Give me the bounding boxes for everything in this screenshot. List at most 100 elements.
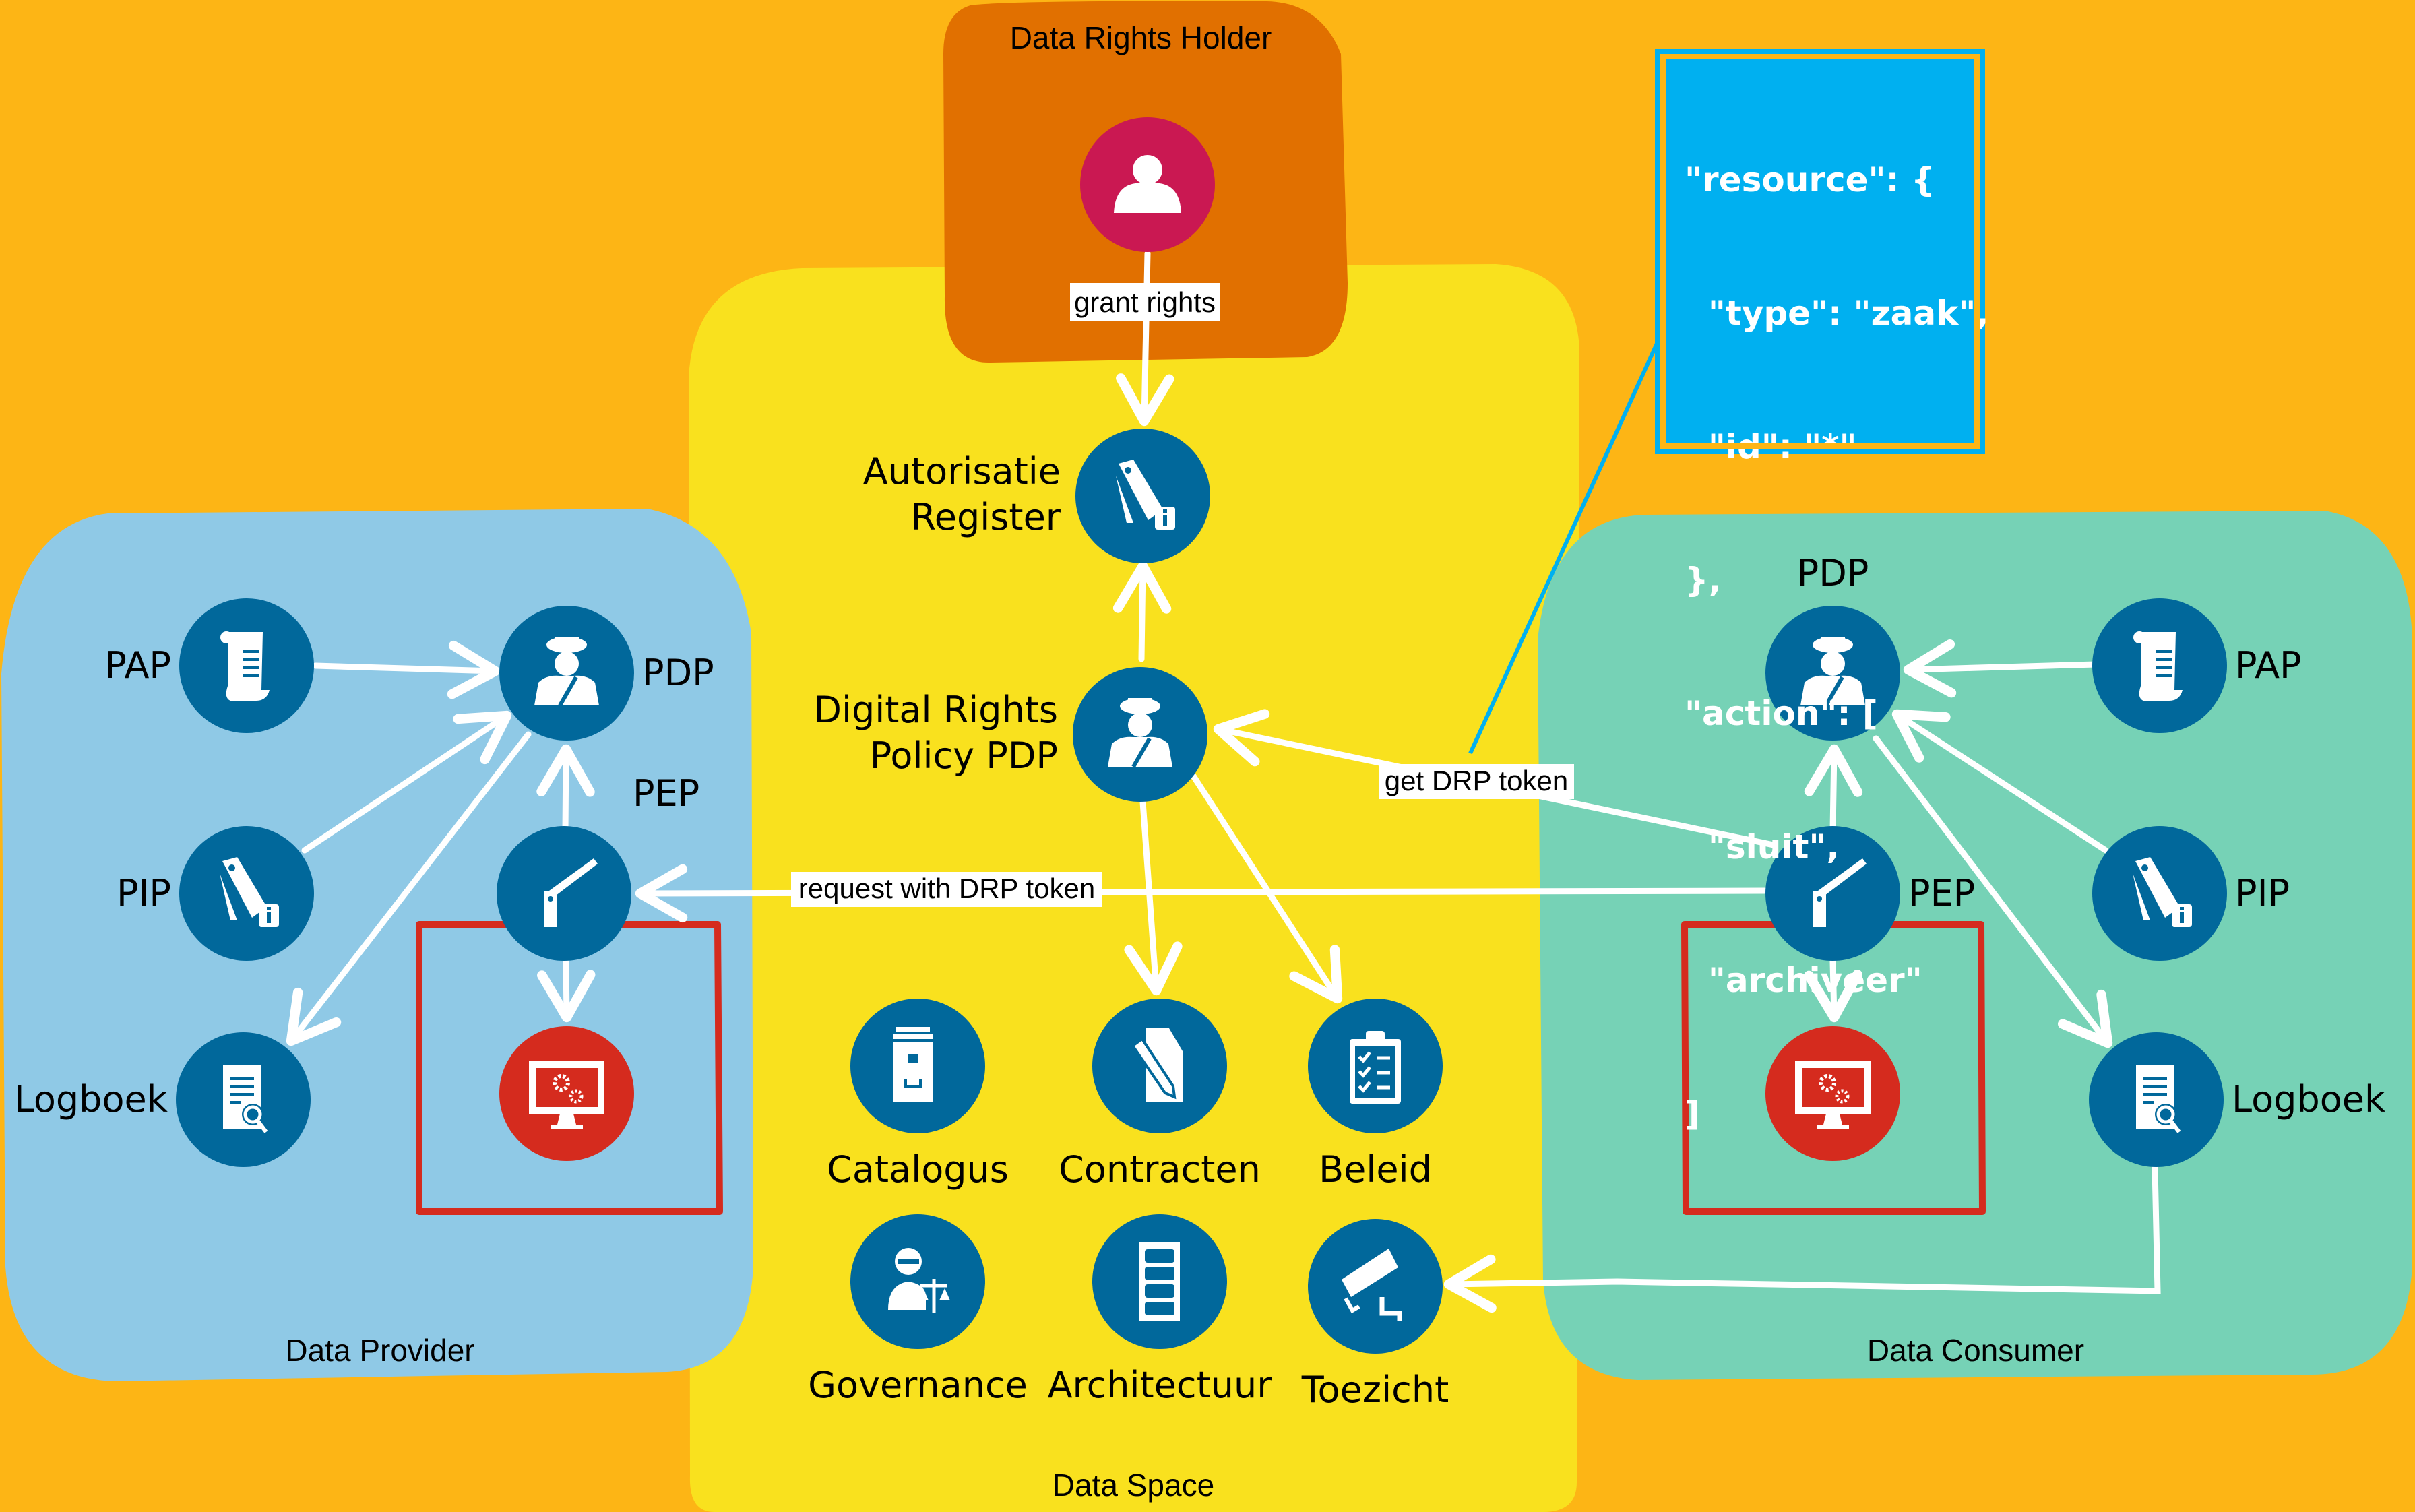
node-label: Contracten <box>1059 1148 1261 1191</box>
node-label: PEP <box>1908 872 1975 914</box>
edge-provider-pdp-to-logboek <box>286 731 532 1046</box>
node-label: PAP <box>104 644 171 687</box>
node-label: Logboek <box>14 1078 168 1121</box>
node-architectuur[interactable]: Architectuur <box>1048 1214 1273 1406</box>
node-label: PEP <box>633 772 699 815</box>
edge-drp-to-autorisatie <box>1112 561 1172 662</box>
svg-text:grant rights: grant rights <box>1074 286 1216 318</box>
server-rack-icon <box>1139 1242 1180 1321</box>
edge-consumer-logboek-to-toezicht <box>1443 1165 2161 1313</box>
node-label: Architectuur <box>1048 1364 1273 1406</box>
node-consumer-pip[interactable]: PIP <box>2092 826 2290 961</box>
edge-label-request-with-drp-token: request with DRP token <box>791 872 1102 907</box>
tags-info-icon <box>220 857 279 927</box>
policy-json-line: }, <box>1685 561 1722 600</box>
node-beleid[interactable]: Beleid <box>1308 999 1443 1191</box>
edge-drp-to-beleid <box>1189 771 1343 1004</box>
node-provider-logboek[interactable]: Logboek <box>14 1032 311 1167</box>
policy-json-line: "sluit", <box>1685 827 1840 867</box>
data-space-panel <box>689 264 1579 1512</box>
node-label: Logboek <box>2232 1078 2386 1121</box>
node-label: Toezicht <box>1301 1368 1449 1411</box>
node-label: PDP <box>642 652 714 694</box>
policy-json-line: "action": [ <box>1685 694 1878 733</box>
monitor-gears-icon <box>1795 1061 1871 1129</box>
data-provider-title: Data Provider <box>285 1333 474 1368</box>
node-provider-pip[interactable]: PIP <box>117 826 314 961</box>
policy-json-box: "resource": { "type": "zaak", "id": "*" … <box>1660 54 1989 1133</box>
data-consumer-title: Data Consumer <box>1867 1333 2084 1368</box>
edge-consumer-pep-to-app <box>1804 957 1862 1023</box>
contract-pen-icon <box>1131 1028 1183 1102</box>
file-cabinet-icon <box>893 1027 933 1102</box>
node-catalogus[interactable]: Catalogus <box>827 999 1009 1191</box>
node-consumer-application[interactable] <box>1765 1026 1900 1161</box>
node-consumer-pap[interactable]: PAP <box>2092 598 2302 733</box>
node-label: Policy PDP <box>870 734 1058 777</box>
data-rights-holder-title: Data Rights Holder <box>1010 20 1272 55</box>
log-search-icon <box>2136 1065 2181 1133</box>
edge-consumer-pep-to-pdp <box>1804 744 1863 835</box>
clipboard-checklist-icon <box>1350 1031 1401 1104</box>
barrier-gate-icon <box>544 858 598 927</box>
edge-provider-pap-to-pdp <box>312 640 501 699</box>
node-data-rights-holder[interactable] <box>1080 117 1215 252</box>
node-label: PDP <box>1797 552 1869 594</box>
edge-drp-to-contracten <box>1124 798 1183 996</box>
edge-label-grant-rights: grant rights <box>1070 283 1220 321</box>
node-provider-pep[interactable]: PEP <box>497 772 699 961</box>
edge-consumer-pap-to-pdp <box>1903 639 2099 698</box>
node-consumer-pep[interactable]: PEP <box>1765 826 1975 961</box>
node-provider-application[interactable] <box>499 1026 634 1161</box>
tags-info-icon <box>1116 460 1175 530</box>
node-circle <box>497 826 631 961</box>
node-circle <box>1308 1219 1443 1354</box>
node-provider-pap[interactable]: PAP <box>104 598 314 733</box>
policy-json-line: "resource": { <box>1685 160 1935 199</box>
node-label: PIP <box>2235 872 2290 914</box>
node-label: Governance <box>808 1364 1028 1406</box>
barrier-gate-icon <box>1813 858 1867 927</box>
scroll-icon <box>220 631 270 701</box>
node-label: Autorisatie <box>863 450 1061 493</box>
node-label: PIP <box>117 872 171 914</box>
node-label: Digital Rights <box>813 689 1058 731</box>
policy-json-line: "id": "*" <box>1685 427 1857 466</box>
edge-label-get-drp-token: get DRP token <box>1379 764 1574 799</box>
data-provider-panel <box>1 509 753 1381</box>
node-label: Catalogus <box>827 1148 1009 1191</box>
officer-icon <box>534 637 599 707</box>
data-space-title: Data Space <box>1053 1468 1214 1503</box>
svg-text:get DRP token: get DRP token <box>1385 765 1568 796</box>
log-search-icon <box>223 1065 268 1133</box>
node-label: Beleid <box>1319 1148 1432 1191</box>
node-circle <box>1765 826 1900 961</box>
json-callout-line <box>1468 329 1665 755</box>
svg-text:request with DRP token: request with DRP token <box>798 873 1095 904</box>
policy-json-line: "type": "zaak", <box>1685 294 1989 333</box>
edges <box>286 250 2161 1313</box>
justice-scales-icon <box>888 1248 950 1313</box>
node-governance[interactable]: Governance <box>808 1214 1028 1406</box>
tags-info-icon <box>2133 857 2192 927</box>
scroll-icon <box>2133 631 2183 701</box>
node-consumer-pdp[interactable]: PDP <box>1765 552 1900 741</box>
node-label: PAP <box>2235 644 2302 687</box>
edge-provider-pep-to-app <box>537 957 596 1023</box>
policy-json-line: "archiveer" <box>1685 961 1922 1000</box>
security-camera-icon <box>1342 1249 1402 1321</box>
node-provider-pdp[interactable]: PDP <box>499 606 714 741</box>
edge-provider-pep-to-pdp <box>536 744 595 835</box>
node-consumer-logboek[interactable]: Logboek <box>2089 1032 2386 1167</box>
edge-consumer-pdp-to-logboek <box>1873 735 2113 1048</box>
edge-provider-pip-to-pdp <box>301 710 512 854</box>
node-contracten[interactable]: Contracten <box>1059 999 1261 1191</box>
edge-grant-rights <box>1116 250 1174 427</box>
data-consumer-panel <box>1538 511 2412 1380</box>
monitor-gears-icon <box>529 1061 604 1129</box>
edge-consumer-pip-to-pdp <box>1891 709 2109 854</box>
node-toezicht[interactable]: Toezicht <box>1301 1219 1449 1411</box>
officer-icon <box>1800 637 1865 707</box>
